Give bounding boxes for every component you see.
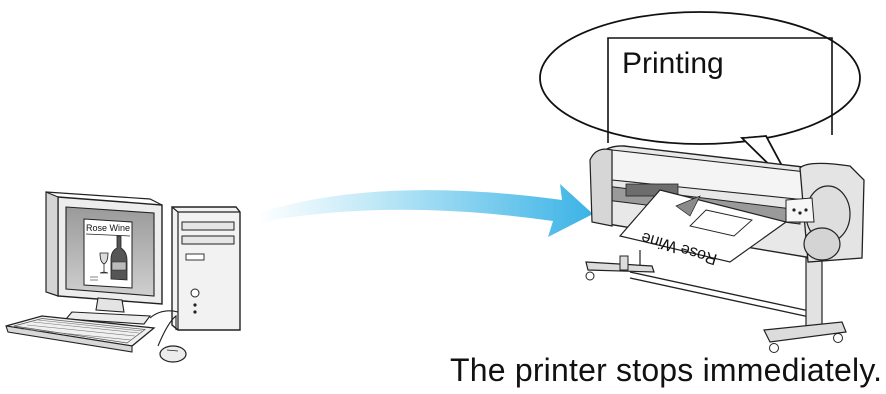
printer-status-text: Printing [622, 47, 724, 80]
printed-sheet: Rose Wine [618, 189, 788, 267]
printer-control-panel [785, 197, 815, 223]
caption: The printer stops immediately. [450, 352, 883, 388]
monitor: Rose Wine [45, 191, 163, 325]
mouse [157, 314, 187, 363]
print-flow-arrow [258, 184, 593, 237]
screen-document-title: Rose Wine [86, 223, 130, 233]
keyboard [5, 315, 156, 353]
screen-document: Rose Wine [83, 218, 133, 289]
speech-bubble: Printing [539, 11, 861, 191]
wine-glass-icon [99, 252, 109, 274]
printer-stand [585, 250, 847, 353]
pc-tower [171, 206, 241, 331]
large-format-printer: Rose Wine [585, 145, 865, 353]
computer: Rose Wine [5, 191, 241, 363]
